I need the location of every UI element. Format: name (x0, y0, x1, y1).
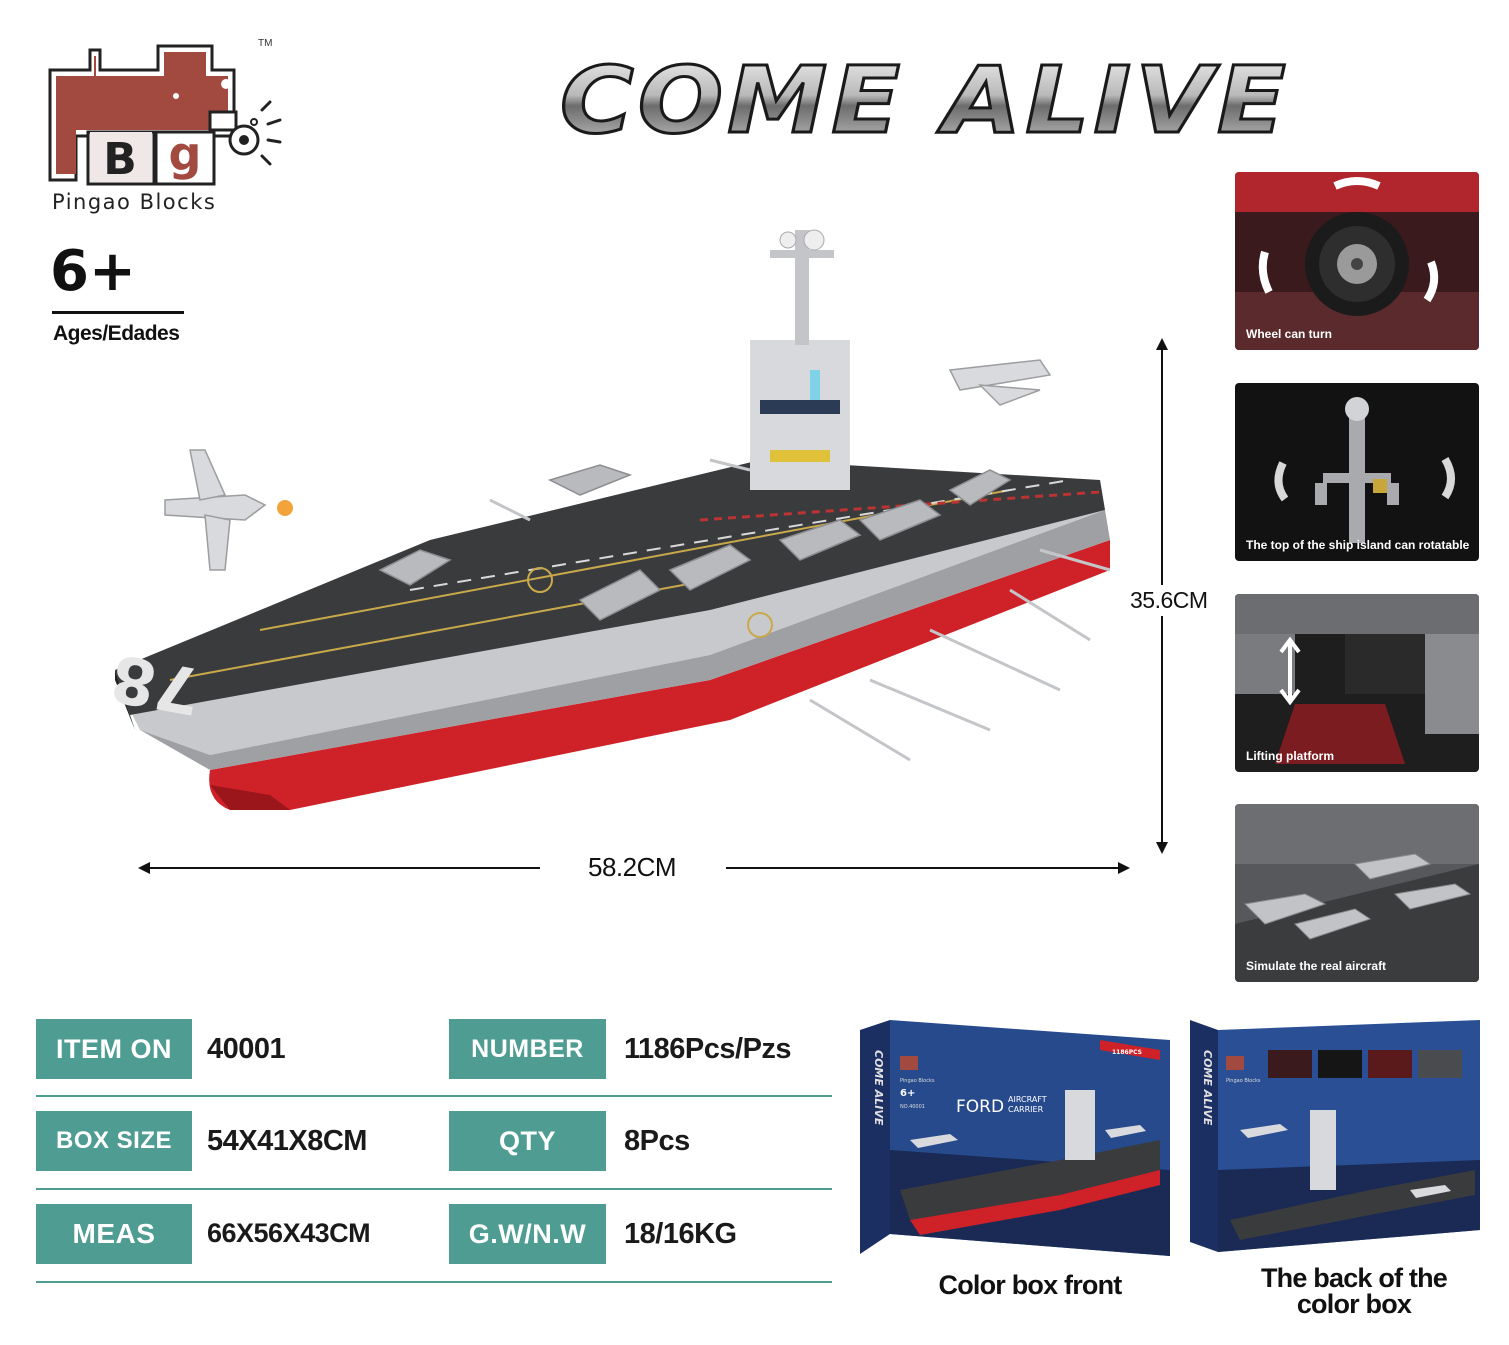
rotate-arrows-icon (1333, 177, 1381, 190)
feature-panel-lifting: Lifting platform (1235, 594, 1479, 772)
svg-text:1186PCS: 1186PCS (1112, 1049, 1142, 1056)
spec-value-qty: 8Pcs (624, 1125, 690, 1157)
feature-panel-aircraft: Simulate the real aircraft (1235, 804, 1479, 982)
spec-label-qty: QTY (449, 1111, 606, 1171)
color-box-front-caption: Color box front (938, 1270, 1123, 1300)
logo-letter-g: g (169, 127, 202, 181)
spec-divider (36, 1095, 832, 1097)
spec-label-number: NUMBER (449, 1019, 606, 1079)
island-top-photo (1235, 383, 1479, 561)
up-down-arrow-icon (1279, 636, 1301, 706)
spec-label-box-size: BOX SIZE (36, 1111, 192, 1171)
hull-number: 78 (110, 639, 206, 727)
spec-label-item: ITEM ON (36, 1019, 192, 1079)
lifting-platform-photo (1235, 594, 1479, 772)
spec-divider (36, 1188, 832, 1190)
color-box-back-image: COME ALIVE Pingao Blocks (1190, 1020, 1480, 1252)
svg-text:FORD: FORD (956, 1097, 1004, 1117)
arrow-up-icon (1156, 338, 1168, 350)
product-image-aircraft-carrier: 78 (110, 229, 1111, 810)
height-label: 35.6CM (1130, 585, 1208, 616)
age-divider (52, 311, 184, 314)
color-box-front-image: COME ALIVE Pingao Blocks 6+ NO.40001 FOR… (860, 1020, 1170, 1256)
spec-label-meas: MEAS (36, 1204, 192, 1264)
headline: COME ALIVE (559, 52, 1290, 152)
svg-text:Pingao Blocks: Pingao Blocks (900, 1078, 935, 1084)
color-box-back-caption-line1: The back of the (1260, 1263, 1448, 1293)
width-label: 58.2CM (588, 852, 677, 882)
svg-text:6+: 6+ (900, 1088, 915, 1099)
brand-logo: B g (48, 44, 282, 186)
feature-caption: Simulate the real aircraft (1246, 959, 1387, 973)
feature-panel-island: The top of the ship island can rotatable (1235, 383, 1479, 561)
aircraft-icon (1243, 853, 1472, 940)
svg-text:COME ALIVE: COME ALIVE (872, 1050, 885, 1126)
arrow-left-icon (138, 862, 150, 874)
brand-name: Pingao Blocks (52, 190, 217, 214)
arrow-right-icon (1118, 862, 1130, 874)
age-label: Ages/Edades (53, 322, 180, 345)
svg-text:AIRCRAFT: AIRCRAFT (1008, 1095, 1047, 1104)
feature-caption: Lifting platform (1246, 749, 1334, 763)
color-box-back-caption: The back of the color box (1234, 1265, 1474, 1318)
width-line-left (148, 867, 540, 869)
feature-caption: The top of the ship island can rotatable (1246, 538, 1470, 552)
feature-panel-wheel: Wheel can turn (1235, 172, 1479, 350)
feature-caption: Wheel can turn (1246, 327, 1333, 341)
logo-letter-b: B (103, 134, 137, 185)
headline-text: COME ALIVE (560, 52, 1290, 152)
width-line-right (726, 867, 1120, 869)
svg-text:NO.40001: NO.40001 (900, 1104, 925, 1110)
trademark-mark: TM (258, 38, 273, 49)
aircraft-photo (1235, 804, 1479, 982)
arrow-down-icon (1156, 842, 1168, 854)
wheel-photo (1235, 172, 1479, 350)
spec-value-box-size: 54X41X8CM (207, 1125, 367, 1157)
spec-value-number: 1186Pcs/Pzs (624, 1033, 792, 1065)
rotate-arrows-icon (1274, 461, 1289, 502)
age-value: 6+ (50, 239, 136, 304)
spec-value-item: 40001 (207, 1033, 286, 1065)
svg-text:Pingao Blocks: Pingao Blocks (1226, 1078, 1261, 1084)
svg-text:CARRIER: CARRIER (1008, 1105, 1044, 1114)
svg-text:COME ALIVE: COME ALIVE (1201, 1050, 1214, 1126)
spec-label-gwnw: G.W/N.W (449, 1204, 606, 1264)
spec-divider (36, 1281, 832, 1283)
spec-value-meas: 66X56X43CM (207, 1218, 371, 1248)
spec-value-gwnw: 18/16KG (624, 1218, 737, 1250)
color-box-back-caption-line2: color box (1296, 1289, 1412, 1319)
